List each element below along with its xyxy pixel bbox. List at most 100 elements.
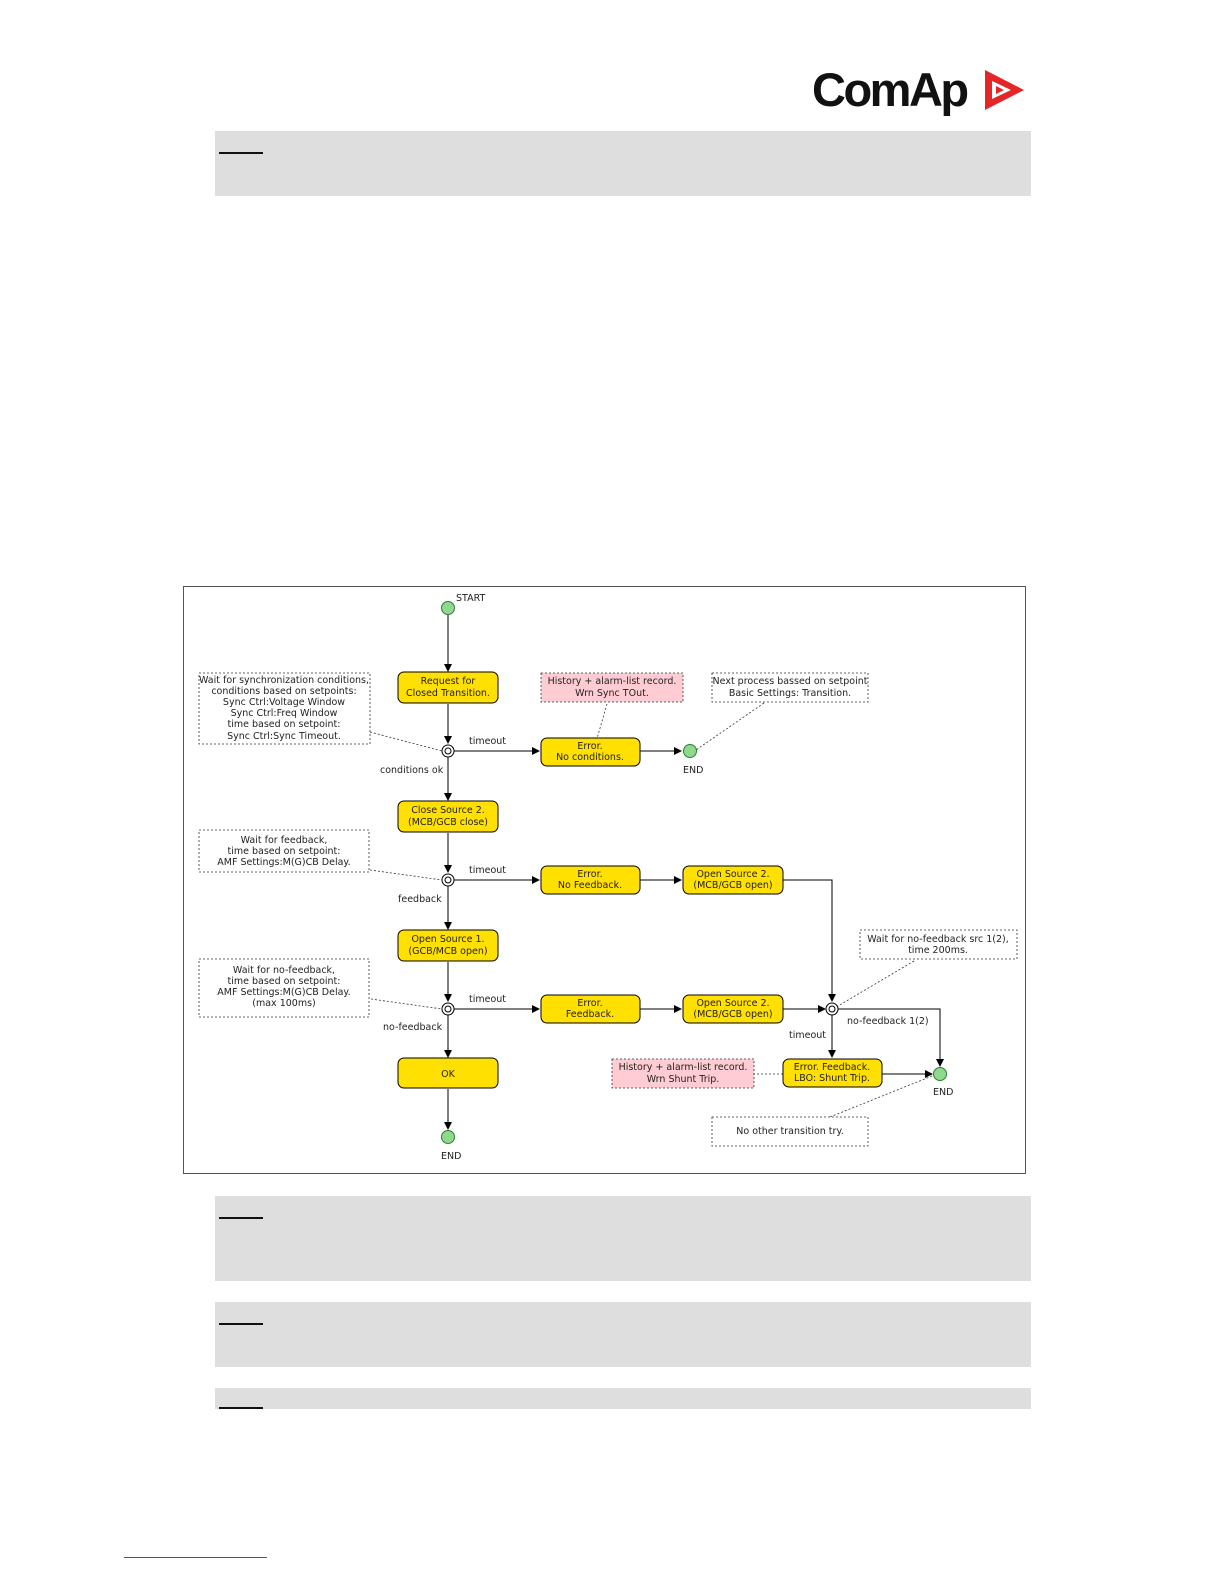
note-wait-fb-line2: time based on setpoint: [228,846,341,857]
junction-node [441,744,455,758]
note-wait-nofb-line1: Wait for no-feedback, [233,965,335,976]
label-no-feedback-1-2: no-feedback 1(2) [847,1016,929,1027]
note-marker [219,152,263,154]
note-anchors [369,702,933,1118]
state-err-fb-line2: Feedback. [566,1009,614,1020]
state-err-nofb-line1: Error. [577,869,602,880]
edge-open2a-junction4 [783,879,836,1002]
note-wait-nofb-line3: AMF Settings:M(G)CB Delay. [217,987,350,998]
state-boxes: Request for Closed Transition. Error. No… [397,671,883,1089]
label-no-feedback: no-feedback [383,1022,443,1033]
state-error-feedback: Error. Feedback. [540,994,641,1024]
note-marker [219,1217,263,1219]
state-request-line2: Closed Transition. [406,688,490,699]
note-wait-sync-line6: Sync Ctrl:Sync Timeout. [227,731,341,742]
annotation-notes: Wait for synchronization conditions, con… [198,672,1018,1147]
junction-node [825,1002,839,1016]
label-timeout-3: timeout [469,994,506,1005]
state-err-nofb-line2: No Feedback. [558,880,622,891]
label-timeout-2: timeout [469,865,506,876]
state-err-lbo-line2: LBO: Shunt Trip. [794,1073,870,1084]
note-band-4 [215,1388,1031,1409]
note-history-sync-line1: History + alarm-list record. [548,676,677,687]
note-marker [219,1407,263,1409]
junction-node [441,873,455,887]
end-label-3: END [441,1151,461,1162]
state-err-fb-line1: Error. [577,998,602,1009]
label-timeout-4: timeout [789,1030,826,1041]
start-label: START [456,593,486,604]
transition-flow-diagram: START END END END Request for Closed Tra… [183,586,1026,1174]
state-open2a-line1: Open Source 2. [696,869,769,880]
logo-arrow-icon [985,70,1024,110]
state-err-nocond-line2: No conditions. [556,752,624,763]
state-open-source-2-b: Open Source 2. (MCB/GCB open) [682,994,784,1024]
edge-junction4-end [838,1008,944,1067]
state-error-no-conditions: Error. No conditions. [540,737,641,767]
note-wait-nofb-line2: time based on setpoint: [228,976,341,987]
state-request-line1: Request for [421,676,476,687]
note-wait-nofb-line4: (max 100ms) [252,998,315,1009]
note-marker [219,1323,263,1325]
state-error-no-feedback: Error. No Feedback. [540,865,641,895]
label-timeout-1: timeout [469,736,506,747]
state-open1-line1: Open Source 1. [411,934,484,945]
note-wait-sync-line4: Sync Ctrl:Freq Window [231,708,338,719]
note-wait-sync-line1: Wait for synchronization conditions, [199,675,369,686]
terminal-nodes: START END END END [441,593,953,1162]
end-label-2: END [933,1087,953,1098]
connectors [444,615,944,1130]
note-next-process-line1: Next process bassed on setpoint [713,676,868,687]
note-wait-sync-line5: time based on setpoint: [228,719,341,730]
note-wait-fb-line1: Wait for feedback, [241,835,328,846]
state-open2b-line1: Open Source 2. [696,998,769,1009]
end-label-1: END [683,765,703,776]
state-close2-line2: (MCB/GCB close) [408,817,488,828]
note-wait-no-feedback: Wait for no-feedback, time based on setp… [198,958,370,1018]
note-next-process: Next process bassed on setpoint Basic Se… [711,672,869,703]
note-history-sync-line2: Wrn Sync TOut. [575,688,649,699]
edge-labels: timeout conditions ok timeout feedback t… [380,736,929,1041]
note-wait-fb-line3: AMF Settings:M(G)CB Delay. [217,857,350,868]
state-error-lbo: Error. Feedback. LBO: Shunt Trip. [782,1058,883,1088]
note-next-process-line2: Basic Settings: Transition. [729,688,851,699]
junction-node [441,1002,455,1016]
label-conditions-ok: conditions ok [380,765,444,776]
note-wait-sync: Wait for synchronization conditions, con… [198,672,371,745]
note-history-shunt-line2: Wrn Shunt Trip. [647,1074,720,1085]
note-band-2 [215,1196,1031,1281]
state-open1-line2: (GCB/MCB open) [408,946,487,957]
state-open-source-2-a: Open Source 2. (MCB/GCB open) [682,865,784,895]
note-wait-nofb-src-line2: time 200ms. [908,945,968,956]
state-open-source-1: Open Source 1. (GCB/MCB open) [397,929,499,962]
state-ok: OK [397,1057,499,1089]
note-band-3 [215,1302,1031,1367]
state-ok-label: OK [441,1069,455,1080]
state-request: Request for Closed Transition. [397,671,499,704]
note-wait-no-feedback-src: Wait for no-feedback src 1(2), time 200m… [859,929,1018,960]
state-open2a-line2: (MCB/GCB open) [693,880,772,891]
note-wait-nofb-src-line1: Wait for no-feedback src 1(2), [867,934,1009,945]
note-wait-sync-line2: conditions based on setpoints: [211,686,356,697]
state-err-lbo-line1: Error. Feedback. [794,1062,871,1073]
state-err-nocond-line1: Error. [577,741,602,752]
state-close-source-2: Close Source 2. (MCB/GCB close) [397,800,499,833]
start-node [441,601,455,615]
note-no-other-line1: No other transition try. [736,1126,843,1137]
note-history-sync: History + alarm-list record. Wrn Sync TO… [540,672,684,703]
note-history-shunt-line1: History + alarm-list record. [619,1062,748,1073]
state-open2b-line2: (MCB/GCB open) [693,1009,772,1020]
note-wait-feedback: Wait for feedback, time based on setpoin… [198,829,370,873]
note-history-shunt: History + alarm-list record. Wrn Shunt T… [611,1058,755,1089]
note-band-1 [215,131,1031,196]
label-feedback: feedback [398,894,442,905]
end-node-1 [683,744,697,758]
logo-wordmark: ComAp [812,63,969,116]
diagram-canvas: START END END END Request for Closed Tra… [198,593,1018,1162]
junction-nodes [441,744,839,1016]
state-close2-line1: Close Source 2. [411,805,485,816]
note-no-other-transition: No other transition try. [711,1116,869,1147]
footer-link-underline [124,1557,267,1558]
note-wait-sync-line3: Sync Ctrl:Voltage Window [223,697,345,708]
end-node-2 [933,1067,947,1081]
